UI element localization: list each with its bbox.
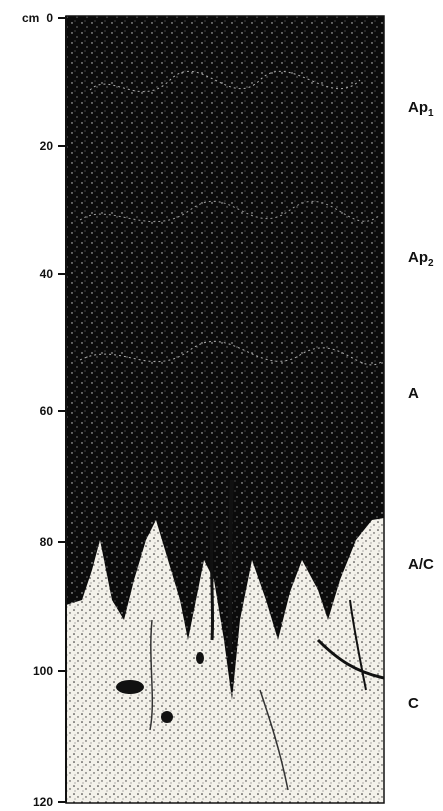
depth-axis: cm 0 20 40 60 80 100 120 [22,11,67,809]
depth-tick-label: 40 [40,267,54,281]
depth-tick-label: 100 [33,664,53,678]
root-channel [259,689,289,791]
horizon-labels: Ap1 Ap2 A A/C C [408,99,434,712]
dark-upper-horizons [66,16,384,700]
horizon-label-ap2: Ap2 [408,249,434,269]
depth-tick-label: 0 [46,11,53,25]
root-channel [316,638,384,680]
depth-unit-label: cm [22,11,39,25]
root-channel [149,619,154,731]
soil-profile [66,16,384,803]
depth-tick-label: 80 [40,535,54,549]
root-channel [349,599,367,691]
depth-tick-label: 120 [33,795,53,809]
dark-inclusion [196,652,204,664]
root-channel [228,479,234,651]
horizon-label-c: C [408,695,419,712]
dark-inclusion [161,711,173,723]
horizon-label-ac: A/C [408,556,434,573]
wavy-texture [89,70,361,93]
horizon-label-a: A [408,385,419,402]
dark-inclusion [116,680,144,694]
depth-tick-label: 20 [40,139,54,153]
root-channel [209,519,215,641]
depth-tick-label: 60 [40,404,54,418]
wavy-texture [79,200,381,222]
horizon-label-ap1: Ap1 [408,99,434,119]
